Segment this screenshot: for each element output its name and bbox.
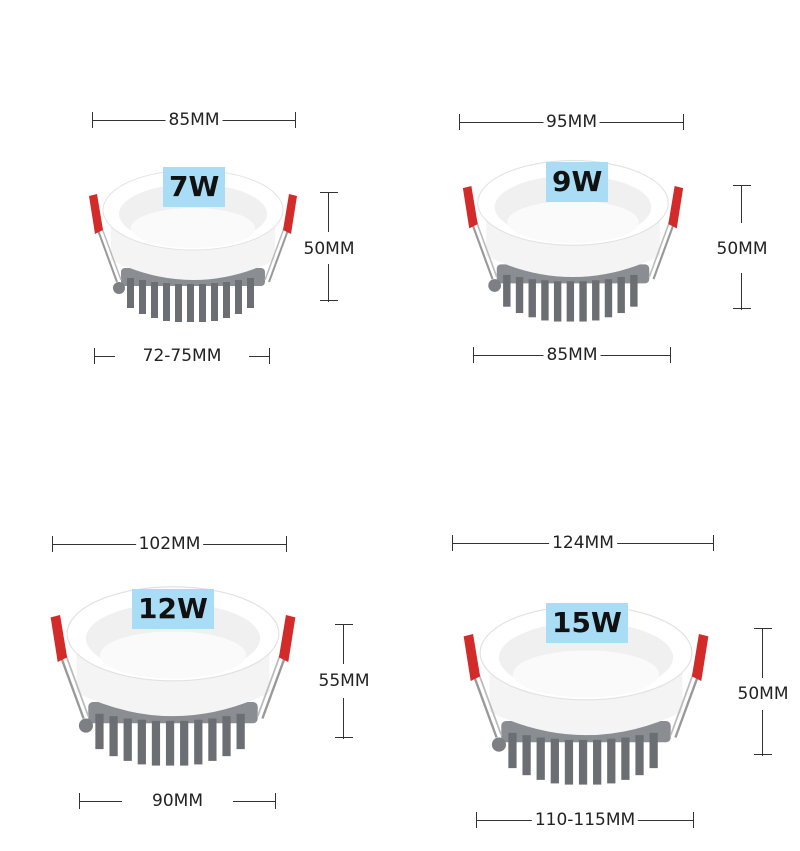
- height-label: 55MM: [316, 671, 372, 691]
- top-width-label: 85MM: [165, 109, 223, 131]
- cutout-label: 85MM: [543, 344, 601, 366]
- wattage-badge: 12W: [132, 589, 214, 629]
- height-dimension: 50MM: [301, 192, 357, 302]
- top-width-label: 124MM: [549, 532, 617, 554]
- cutout-label: 72-75MM: [139, 345, 225, 367]
- top-width-dimension: 124MM: [452, 532, 714, 554]
- cutout-dimension: 90MM: [79, 790, 276, 812]
- wattage-badge: 7W: [163, 167, 226, 207]
- cutout-dimension: 72-75MM: [94, 345, 270, 367]
- top-width-dimension: 102MM: [52, 533, 287, 555]
- height-label: 50MM: [301, 239, 357, 259]
- top-width-label: 102MM: [135, 533, 204, 555]
- wattage-badge: 9W: [546, 162, 609, 202]
- top-width-dimension: 85MM: [92, 109, 296, 131]
- height-dimension: 50MM: [735, 628, 791, 756]
- cutout-label: 110-115MM: [531, 809, 639, 831]
- top-width-dimension: 95MM: [459, 111, 684, 133]
- height-label: 50MM: [714, 239, 770, 259]
- top-width-label: 95MM: [543, 111, 600, 133]
- cutout-dimension: 110-115MM: [476, 809, 694, 831]
- height-dimension: 55MM: [316, 624, 372, 739]
- height-dimension: 50MM: [714, 185, 770, 310]
- wattage-badge: 15W: [546, 603, 628, 643]
- height-label: 50MM: [735, 684, 791, 704]
- cutout-dimension: 85MM: [473, 344, 671, 366]
- cutout-label: 90MM: [149, 790, 206, 812]
